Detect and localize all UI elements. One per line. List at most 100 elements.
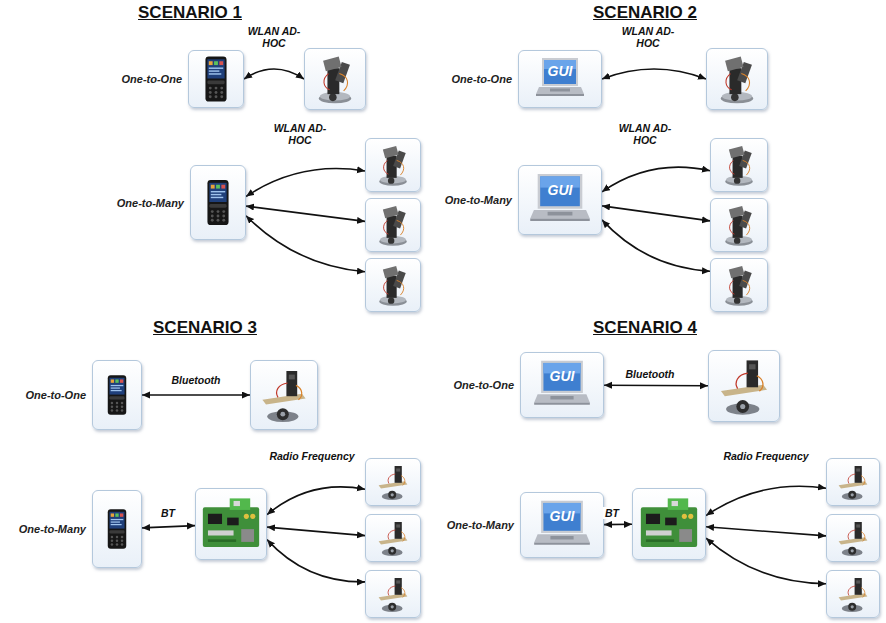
illustration-part xyxy=(536,87,584,94)
illustration-part xyxy=(534,542,590,544)
scenario-mode-label: One-to-One xyxy=(26,389,87,401)
link-arrow xyxy=(267,540,365,582)
illustration-part xyxy=(388,547,396,555)
illustration-part xyxy=(396,524,400,527)
illustration-part xyxy=(209,87,212,90)
device-illustration xyxy=(524,356,600,414)
device-illustration xyxy=(830,574,876,614)
illustration-part xyxy=(115,513,118,516)
illustration-part xyxy=(731,94,739,102)
device-illustration xyxy=(96,364,138,426)
illustration-part xyxy=(220,91,223,94)
scenario-mode-label: One-to-One xyxy=(122,73,183,85)
device-illustration xyxy=(636,492,702,556)
robot-box xyxy=(710,198,768,252)
device-illustration xyxy=(524,496,600,554)
board-box xyxy=(632,488,706,560)
device-illustration xyxy=(369,202,417,248)
link-arrow xyxy=(142,526,195,528)
illustration-part xyxy=(234,501,240,506)
device-illustration xyxy=(194,169,242,236)
illustration-part xyxy=(111,387,120,388)
illustration-part xyxy=(382,493,403,500)
illustration-part xyxy=(733,216,743,238)
illustration-part xyxy=(736,400,749,413)
illustration-part xyxy=(855,522,862,539)
screen-label: GUI xyxy=(519,63,601,79)
scenario-heading: SCENARIO 4 xyxy=(593,318,697,338)
illustration-part xyxy=(682,514,687,519)
illustration-part xyxy=(550,89,570,92)
robot-box xyxy=(365,198,421,252)
illustration-part xyxy=(747,360,759,387)
illustration-part xyxy=(111,379,114,382)
illustration-part xyxy=(740,404,745,409)
illustration-part xyxy=(277,408,289,420)
illustration-part xyxy=(289,375,295,380)
device-illustration xyxy=(308,52,362,106)
illustration-part xyxy=(209,95,212,98)
illustration-part xyxy=(395,466,402,483)
scenario-mode-label: One-to-Many xyxy=(447,519,514,531)
illustration-part xyxy=(216,185,220,189)
illustration-part xyxy=(388,297,394,303)
scenario-mode-label: One-to-One xyxy=(452,73,513,85)
illustration-part xyxy=(211,215,214,218)
illustration-part xyxy=(116,543,119,546)
illustration-part xyxy=(222,215,225,218)
illustration-part xyxy=(108,375,126,414)
device-illustration xyxy=(369,262,417,308)
illustration-part xyxy=(861,476,865,486)
illustration-part xyxy=(111,513,114,516)
link-label: BT xyxy=(603,507,621,519)
illustration-part xyxy=(383,206,399,218)
link-arrow xyxy=(267,527,365,536)
illustration-part xyxy=(734,297,740,303)
illustration-part xyxy=(388,530,395,540)
illustration-part xyxy=(397,220,404,235)
illustration-part xyxy=(743,160,750,175)
link-arrow xyxy=(602,69,706,79)
illustration-part xyxy=(211,194,222,195)
illustration-part xyxy=(116,402,119,405)
illustration-part xyxy=(851,493,854,496)
illustration-part xyxy=(250,514,255,519)
illustration-part xyxy=(215,91,218,94)
laptop-box: One-to-OneGUI xyxy=(520,352,604,418)
link-label: Bluetooth xyxy=(170,374,223,386)
laptop-box: One-to-ManyGUI xyxy=(518,165,602,235)
illustration-part xyxy=(111,402,114,405)
scenario-mode-label: One-to-Many xyxy=(445,194,512,206)
illustration-part xyxy=(215,87,218,90)
illustration-part xyxy=(856,580,860,583)
robot-box xyxy=(710,258,768,312)
illustration-part xyxy=(388,603,396,611)
robot-box xyxy=(710,138,768,192)
laptop-box: One-to-OneGUI xyxy=(518,50,602,108)
link-arrow xyxy=(267,487,365,515)
illustration-part xyxy=(115,379,118,382)
phone-box: One-to-Many xyxy=(190,165,246,240)
scenario-heading: SCENARIO 3 xyxy=(153,318,257,338)
illustration-part xyxy=(395,522,402,539)
illustration-part xyxy=(121,543,124,546)
illustration-part xyxy=(856,468,860,471)
illustration-part xyxy=(244,514,249,519)
illustration-part xyxy=(646,514,660,524)
illustration-part xyxy=(209,91,212,94)
illustration-part xyxy=(108,509,126,548)
link-label: Radio Frequency xyxy=(267,450,356,462)
illustration-part xyxy=(121,409,124,412)
illustration-part xyxy=(536,94,584,96)
illustration-part xyxy=(280,412,285,417)
illustration-part xyxy=(387,276,397,298)
device-illustration xyxy=(254,364,314,426)
screen-label: GUI xyxy=(521,368,603,384)
illustration-part xyxy=(733,156,743,178)
robot2-box xyxy=(826,458,880,506)
link-label: WLAN AD-HOC xyxy=(619,25,677,49)
illustration-part xyxy=(730,220,735,234)
illustration-part xyxy=(208,530,234,535)
illustration-part xyxy=(209,67,223,68)
